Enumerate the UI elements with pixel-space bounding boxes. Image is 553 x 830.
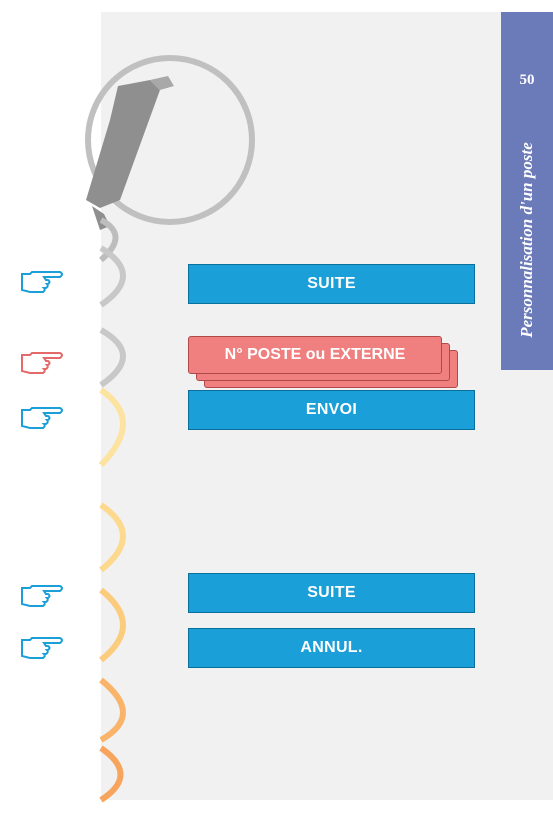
telephone-handset-icon xyxy=(86,76,174,230)
section-tab: 50 Personnalisation d'un poste xyxy=(501,12,553,370)
pointing-hand-icon xyxy=(21,637,63,659)
section-title: Personnalisation d'un poste xyxy=(517,142,536,338)
envoi-key[interactable]: ENVOI xyxy=(188,390,475,430)
suite-key[interactable]: SUITE xyxy=(188,264,475,304)
pointing-hand-icon xyxy=(21,271,63,293)
suite-key-2[interactable]: SUITE xyxy=(188,573,475,613)
number-entry-card[interactable]: N° POSTE ou EXTERNE xyxy=(188,336,442,374)
pointing-hand-icon xyxy=(21,352,63,374)
number-entry-stack: N° POSTE ou EXTERNE xyxy=(188,336,458,388)
pointing-hand-icon xyxy=(21,407,63,429)
page-number: 50 xyxy=(519,72,535,88)
pointing-hand-icon xyxy=(21,585,63,607)
annul-key[interactable]: ANNUL. xyxy=(188,628,475,668)
